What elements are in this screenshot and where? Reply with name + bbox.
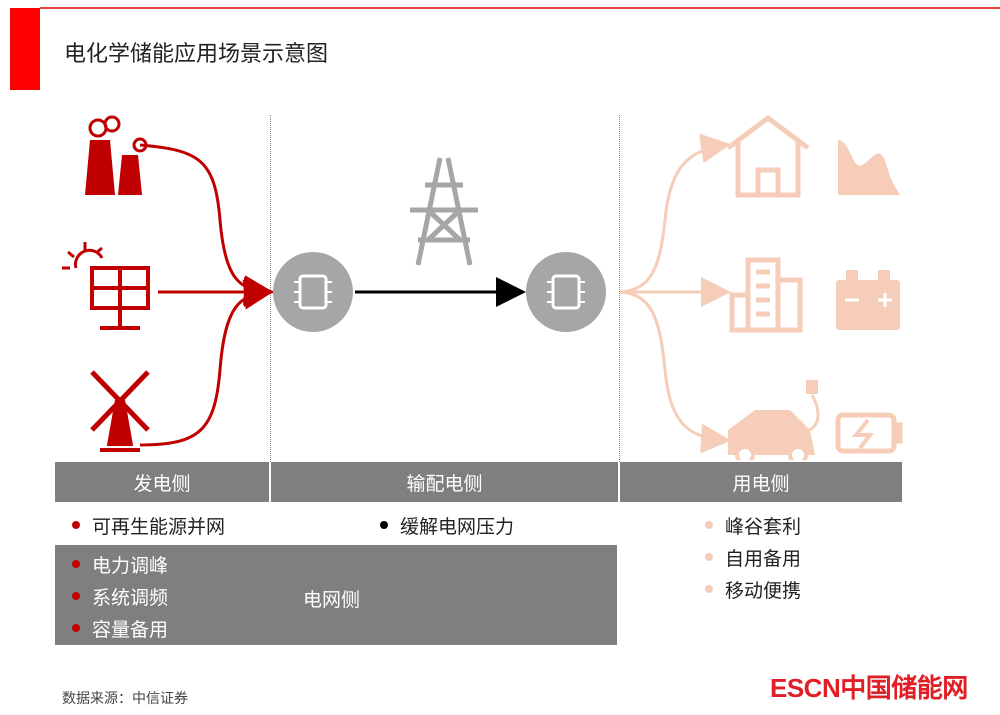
list-item: 峰谷套利 <box>705 509 801 541</box>
factory-icon <box>85 115 148 195</box>
list-item: 移动便携 <box>705 573 801 605</box>
battery-chip-icon <box>273 252 353 332</box>
consumer-arrows <box>619 133 731 454</box>
column-divider <box>619 115 620 462</box>
source-note: 数据来源：中信证券 <box>62 691 188 707</box>
consumer-list: 峰谷套利 自用备用 移动便携 <box>705 509 801 605</box>
grid-side-label: 电网侧 <box>303 589 361 611</box>
list-item: 电力调峰 <box>72 548 168 580</box>
bullet-icon <box>705 553 713 561</box>
list-item: 缓解电网压力 <box>380 509 514 541</box>
top-divider <box>40 7 1000 9</box>
bullet-icon <box>705 585 713 593</box>
house-icon <box>726 114 810 198</box>
list-item: 容量备用 <box>72 612 168 644</box>
page-title: 电化学储能应用场景示意图 <box>64 42 329 67</box>
list-item: 自用备用 <box>705 541 801 573</box>
bullet-icon <box>380 521 388 529</box>
load-curve-icon <box>838 140 900 195</box>
title-accent-bar <box>10 8 40 90</box>
column-header-generation: 发电侧 <box>55 462 269 502</box>
bullet-icon <box>72 592 80 600</box>
battery-chip-icon <box>526 252 606 332</box>
grid-side-box: 电力调峰 系统调频 容量备用 电网侧 <box>55 545 617 645</box>
bullet-icon <box>72 624 80 632</box>
car-battery-icon <box>836 270 900 330</box>
wind-turbine-icon <box>90 370 150 452</box>
charging-battery-icon <box>835 412 903 454</box>
column-header-consumer: 用电侧 <box>620 462 902 502</box>
generation-arrows <box>139 143 274 447</box>
bullet-icon <box>72 521 80 529</box>
column-header-transmission: 输配电侧 <box>271 462 618 502</box>
electric-car-icon <box>728 380 820 460</box>
bullet-icon <box>72 560 80 568</box>
diagram <box>62 114 903 460</box>
list-item: 可再生能源并网 <box>72 509 225 541</box>
transmission-tower-icon <box>410 157 478 266</box>
list-item: 系统调频 <box>72 580 168 612</box>
building-icon <box>729 257 803 333</box>
bullet-icon <box>705 521 713 529</box>
escn-logo: ESCN中国储能网 <box>770 673 968 703</box>
solar-panel-icon <box>62 242 150 330</box>
